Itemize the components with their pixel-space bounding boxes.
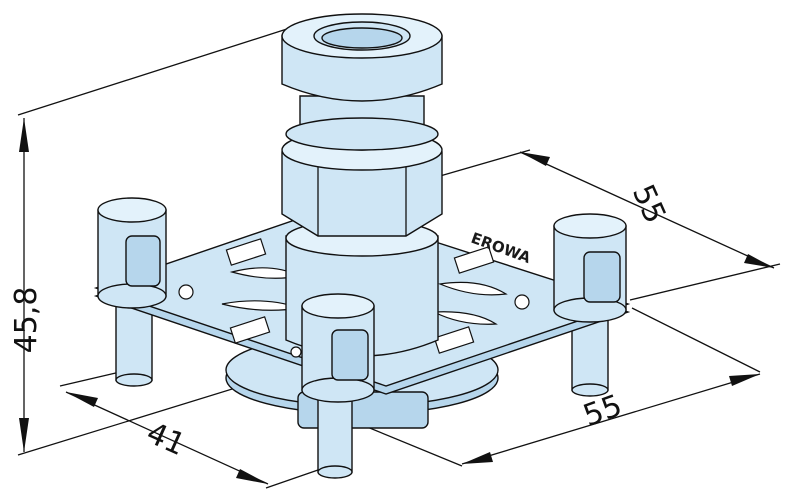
chuck-part: EROWA: [93, 13, 631, 479]
pin-right: [553, 213, 627, 323]
pin-front: [301, 293, 375, 479]
dimension-lines: [17, 27, 781, 489]
depth-dimension-label: 41: [141, 416, 190, 464]
pin-left: [97, 197, 167, 309]
width-top-dimension-label: 55: [625, 180, 673, 229]
height-dimension-label: 45,8: [9, 287, 44, 354]
